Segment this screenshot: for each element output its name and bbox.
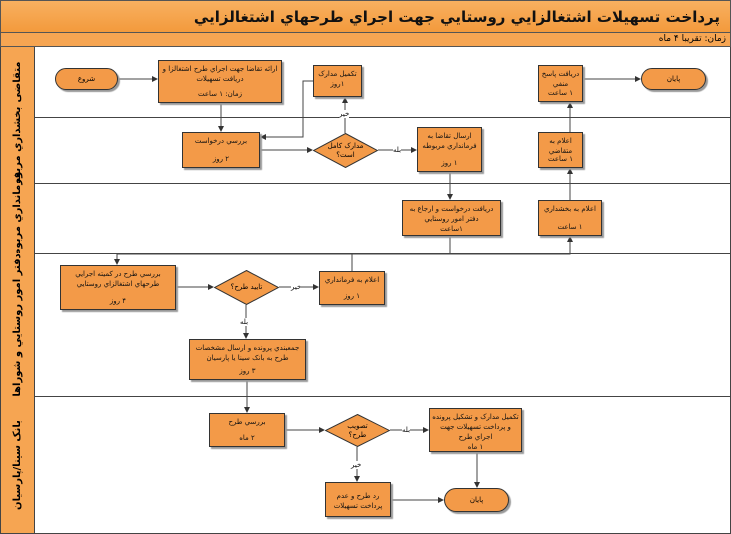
- start-node[interactable]: شروع: [55, 68, 118, 90]
- step-text: بررسي طرح در کميته اجرايي طرحهاي اشتغالز…: [75, 270, 161, 288]
- review-request-step[interactable]: بررسي درخواست ۲ روز: [182, 132, 260, 168]
- step-duration: زمان: ۱ ساعت: [197, 90, 243, 98]
- diagram-title: پرداخت تسهيلات اشتغالزايي روستايي جهت اج…: [0, 0, 731, 33]
- no-label: خير: [339, 110, 350, 118]
- step-text: تکميل مدارک: [318, 70, 357, 78]
- approve-decision[interactable]: تاييد طرح؟: [214, 270, 279, 305]
- step-duration: ۴ روز: [109, 297, 127, 305]
- step-duration: ۱ ماه: [467, 443, 484, 451]
- step-duration: ۱ ساعت: [547, 89, 574, 97]
- step-text: جمعبندي پرونده و ارسال مشخصات طرح به بان…: [195, 344, 300, 362]
- lane-bakhshdari: بخشداري مربوطه: [0, 107, 731, 193]
- duration: زمان: تقريبا ۴ ماه: [0, 32, 731, 47]
- step-text: بررسي درخواست: [194, 137, 248, 145]
- decision-text: تاييد طرح؟: [230, 283, 263, 291]
- receive-refer-step[interactable]: دريافت درخواست و ارجاع به دفتر امور روست…: [402, 200, 501, 236]
- reject-step[interactable]: رد طرح و عدم پرداخت تسهيلات: [325, 482, 391, 517]
- step-text: اعلام به بخشداري: [544, 205, 596, 213]
- step-duration: ۱ساعت: [440, 225, 463, 233]
- step-text: بررسي طرح: [228, 418, 266, 426]
- no-label: خير: [351, 461, 362, 469]
- step-duration: ۳ روز: [239, 367, 256, 375]
- committee-review-step[interactable]: بررسي طرح در کميته اجرايي طرحهاي اشتغالز…: [60, 265, 176, 310]
- step-duration: ۱روز: [330, 80, 345, 88]
- step-text: رد طرح و عدم پرداخت تسهيلات: [333, 492, 383, 510]
- step-text: تکميل مدارک و تشکيل پرونده و پرداخت تسهي…: [432, 413, 519, 441]
- ratify-decision[interactable]: تصويب طرح؟: [325, 414, 390, 447]
- compile-send-step[interactable]: جمعبندي پرونده و ارسال مشخصات طرح به بان…: [189, 339, 306, 380]
- step-duration: ۱ ساعت: [547, 155, 574, 163]
- step-duration: ۲ روز: [212, 155, 230, 163]
- step-duration: ۲ ماه: [239, 434, 255, 442]
- send-request-step[interactable]: ارسال تقاضا به فرمانداري مربوطه ۱ روز: [417, 127, 482, 172]
- complete-docs-step[interactable]: تکميل مدارک ۱روز: [313, 65, 362, 97]
- step-duration: ۱ روز: [343, 292, 361, 300]
- step-text: ارائه تقاضا جهت اجراي طرح اشتغالزا و دري…: [162, 65, 278, 83]
- step-text: دريافت درخواست و ارجاع به دفتر امور روست…: [409, 205, 494, 223]
- bank-review-step[interactable]: بررسي طرح ۲ ماه: [209, 413, 285, 447]
- lane-bank: بانک سينا/پارسيان: [0, 396, 731, 534]
- decision-text: تصويب طرح؟: [347, 421, 368, 439]
- request-step[interactable]: ارائه تقاضا جهت اجراي طرح اشتغالزا و دري…: [158, 60, 282, 103]
- docs-complete-decision[interactable]: مدارک کامل است؟: [313, 133, 378, 168]
- no-label: خير: [291, 283, 302, 291]
- notify-bakhshdari-step[interactable]: اعلام به بخشداري ۱ ساعت: [538, 200, 602, 236]
- step-text: ارسال تقاضا به فرمانداري مربوطه: [422, 132, 477, 150]
- yes-label: بله: [402, 426, 411, 434]
- step-text: اعلام به متقاضي: [548, 137, 573, 155]
- decision-text: مدارک کامل است؟: [327, 141, 364, 159]
- step-text: اعلام به فرمانداري: [324, 276, 380, 284]
- step-text: دريافت پاسخ منفي: [541, 70, 580, 88]
- notify-farmandari-step[interactable]: اعلام به فرمانداري ۱ روز: [319, 271, 385, 305]
- step-duration: ۱ ساعت: [557, 223, 583, 231]
- step-duration: ۱ روز: [441, 159, 458, 167]
- end-node[interactable]: پايان: [444, 488, 509, 512]
- complete-pay-step[interactable]: تکميل مدارک و تشکيل پرونده و پرداخت تسهي…: [429, 408, 522, 452]
- yes-label: بله: [393, 146, 402, 154]
- yes-label: بله: [240, 318, 249, 326]
- end-node[interactable]: پايان: [641, 68, 706, 90]
